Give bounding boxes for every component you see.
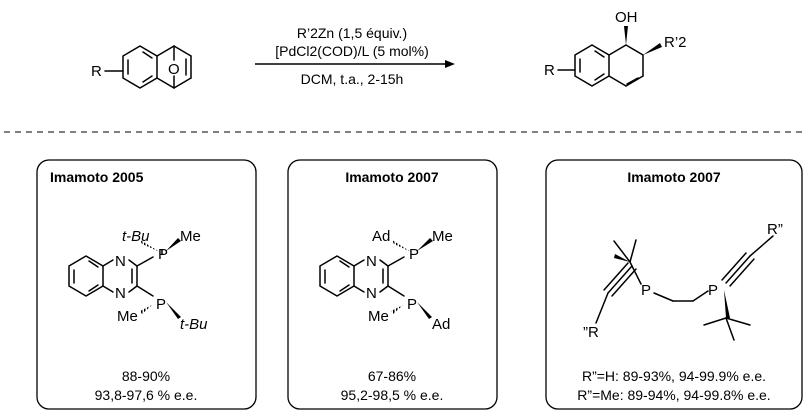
ligand-3-result-me: R”=Me: 89-94%, 94-99.8% e.e. [577, 387, 770, 403]
ligand-3-p-left: P [641, 282, 651, 299]
product-oh-label: OH [615, 9, 638, 26]
ligand-card-3: Imamoto 2007 P P R” ”R R”=H: 89-93%, [545, 159, 803, 410]
reagent-line-2: [PdCl2(COD)/L (5 mol%) [275, 43, 429, 59]
reaction-arrow [255, 60, 455, 68]
ligand-card-3-title: Imamoto 2007 [627, 169, 721, 185]
substrate-r-label: R [91, 63, 102, 80]
ligand-card-3-frame [545, 159, 803, 410]
product-r2-label: R’2 [664, 34, 687, 51]
substrate-o-label: O [168, 61, 180, 78]
ligand-3-r-top: R” [767, 221, 783, 238]
ligand-2-p-top: P [409, 246, 419, 263]
ligand-card-1-title: Imamoto 2005 [50, 169, 144, 185]
ligand-card-2-title: Imamoto 2007 [345, 169, 439, 185]
ligand-3-p-right: P [708, 282, 718, 299]
ligand-1-structure [68, 238, 181, 319]
ligand-1-me-bottom: Me [117, 308, 138, 325]
ligand-1-tbu-bottom: t-Bu [180, 316, 208, 333]
ligand-card-1-frame [36, 159, 257, 410]
product-structure [557, 26, 662, 87]
ligand-1-n-bottom: N [115, 285, 126, 302]
reaction-conditions: DCM, t.a., 2-15h [301, 71, 404, 87]
ligand-2-result-ee: 95,2-98,5 % e.e. [341, 387, 444, 403]
ligand-3-result-h: R”=H: 89-93%, 94-99.9% e.e. [582, 368, 766, 384]
ligand-card-1: Imamoto 2005 N N P P t-Bu Me Me t-Bu [36, 159, 257, 410]
ligand-card-2: Imamoto 2007 N N P P Ad Me Me Ad 67-86% [287, 159, 498, 410]
ligand-1-n-top: N [115, 253, 126, 270]
ligand-card-2-frame [287, 159, 498, 410]
substrate-structure [104, 45, 192, 89]
ligand-2-p-bottom: P [407, 296, 417, 313]
ligand-1-p-bottom: P [156, 296, 166, 313]
ligand-2-ad-top: Ad [372, 228, 390, 245]
ligand-3-structure [595, 235, 774, 341]
ligand-1-result-yield: 88-90% [122, 368, 170, 384]
ligand-1-p-top: P [158, 246, 168, 263]
ligand-1-tbu-top: t-Bu [122, 228, 150, 245]
ligand-3-r-bottom: ”R [583, 324, 599, 341]
ligand-2-ad-bottom: Ad [432, 316, 450, 333]
reagent-line-1: R’2Zn (1,5 équiv.) [297, 25, 407, 41]
ligand-2-me-bottom: Me [368, 308, 389, 325]
ligand-2-n-bottom: N [366, 285, 377, 302]
ligand-2-me-top: Me [432, 228, 453, 245]
ligand-2-n-top: N [366, 253, 377, 270]
ligand-1-result-ee: 93,8-97,6 % e.e. [95, 387, 198, 403]
ligand-2-result-yield: 67-86% [368, 368, 416, 384]
ligand-2-structure [319, 238, 433, 319]
ligand-1-me-top: Me [180, 228, 201, 245]
product-r-label: R [544, 62, 555, 79]
